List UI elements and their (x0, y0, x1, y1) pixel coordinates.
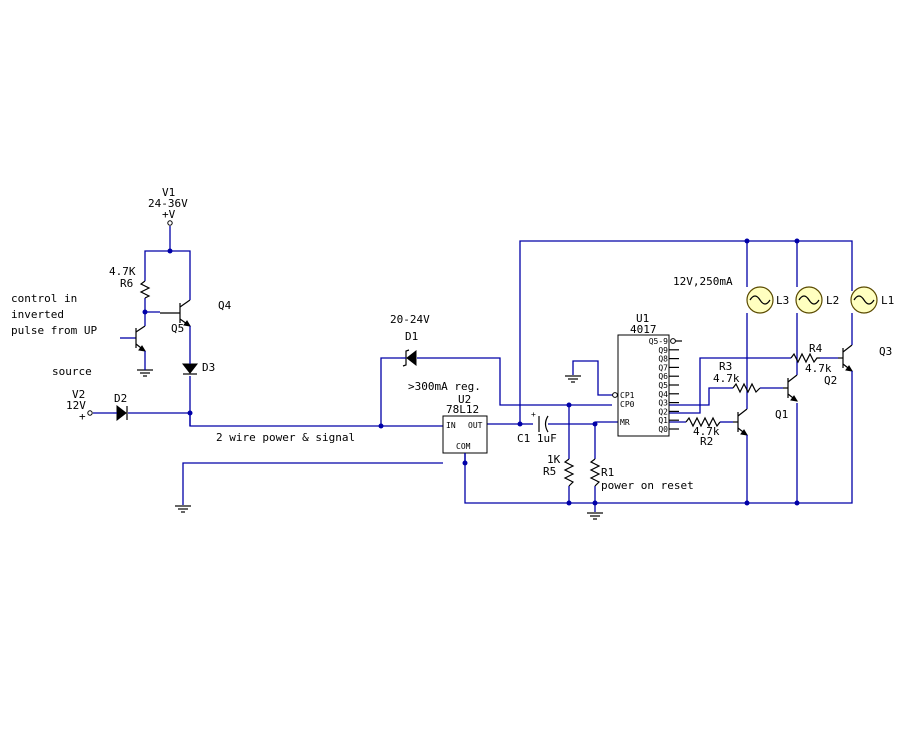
transistor-q3: Q3 (838, 343, 892, 379)
control-line2: inverted (11, 308, 64, 321)
q2-ref: Q2 (824, 374, 837, 387)
u1-pin-q1: Q1 (658, 416, 668, 425)
lamp-l1: L1 (850, 286, 894, 314)
r1-note: power on reset (601, 479, 694, 492)
u1-ref: U1 (636, 312, 649, 325)
r4-value: 4.7k (805, 362, 832, 375)
v2-ref: V2 (72, 388, 85, 401)
v1-value: 24-36V (148, 197, 188, 210)
lamp-l3: L3 (746, 286, 789, 314)
resistor-r4: R4 4.7k (790, 342, 832, 375)
ground-left (175, 505, 191, 513)
counter-u1: U1 4017 CP1 CP0 MR Q5-9Q9Q8Q7Q6Q5Q4Q3Q2Q… (612, 312, 682, 437)
u2-ref: U2 (458, 393, 471, 406)
u1-pin-q7: Q7 (658, 363, 668, 372)
q4-ref: Q4 (218, 299, 232, 312)
d1-ref: D1 (405, 330, 418, 343)
r3-ref: R3 (719, 360, 732, 373)
c1-label: C1 1uF (517, 432, 557, 445)
u1-pin-cp0: CP0 (620, 400, 635, 409)
zener-d1: 20-24V D1 (390, 313, 430, 367)
v2-source: V2 12V + (66, 388, 93, 423)
u1-pin-q0: Q0 (658, 425, 668, 434)
u1-pin-q2: Q2 (658, 407, 668, 416)
resistor-r1: R1 power on reset (587, 458, 694, 520)
lamp-l3-ref: L3 (776, 294, 789, 307)
junctions (142, 238, 800, 506)
d3-ref: D3 (202, 361, 215, 374)
r2-value: 4.7k (693, 425, 720, 438)
lamp-l1-ref: L1 (881, 294, 894, 307)
r3-value: 4.7k (713, 372, 740, 385)
u1-pin-q5: Q5 (658, 381, 668, 390)
control-line3: pulse from UP (11, 324, 97, 337)
r2-ref: R2 (700, 435, 713, 448)
c1-polarity: + (531, 410, 536, 419)
lamp-l2: L2 (795, 286, 839, 314)
q3-ref: Q3 (879, 345, 892, 358)
diode-d3: D3 (181, 358, 215, 375)
r5-value: 1K (547, 453, 561, 466)
transistor-q5: Q5 Q4 (160, 296, 232, 335)
r4-ref: R4 (809, 342, 823, 355)
bus-label: 2 wire power & signal (216, 431, 355, 444)
v2-value: 12V (66, 399, 86, 412)
u2-pin-out: OUT (468, 421, 483, 430)
reg-note: >300mA reg. (408, 380, 481, 393)
d1-value: 20-24V (390, 313, 430, 326)
q5-ref: Q5 (171, 322, 184, 335)
u1-pin-q8: Q8 (658, 355, 668, 364)
u1-pin-cp1: CP1 (620, 391, 635, 400)
u2-pin-com: COM (456, 442, 471, 451)
transistor-q2: Q2 (783, 371, 837, 402)
resistor-r5: 1K R5 (543, 453, 575, 487)
u1-pin-q6: Q6 (658, 372, 668, 381)
capacitor-c1: + C1 1uF (517, 410, 557, 445)
v2-sign: + (79, 410, 86, 423)
resistor-r6: 4.7K R6 (109, 265, 151, 299)
d2-ref: D2 (114, 392, 127, 405)
v1-sign: +V (162, 208, 176, 221)
u1-part: 4017 (630, 323, 657, 336)
diode-d2: D2 (113, 392, 128, 422)
u1-pin-q5-9: Q5-9 (649, 337, 668, 346)
u1-pin-q4: Q4 (658, 390, 668, 399)
ground-cp1 (565, 375, 581, 383)
lamp-l2-ref: L2 (826, 294, 839, 307)
u1-pin-mr: MR (620, 418, 630, 427)
source-label: source (52, 365, 92, 378)
v1-supply: V1 24-36V +V (148, 186, 188, 226)
transistor-q4 (135, 312, 153, 377)
u1-pin-q3: Q3 (658, 399, 668, 408)
r5-ref: R5 (543, 465, 556, 478)
transistor-q1: Q1 (733, 405, 788, 440)
control-note: control in inverted pulse from UP source (11, 292, 97, 378)
v1-ref: V1 (162, 186, 175, 199)
lamp-rating: 12V,250mA (673, 275, 733, 288)
r6-ref: R6 (120, 277, 133, 290)
u1-pin-q9: Q9 (658, 346, 668, 355)
resistor-r2: 4.7k R2 (685, 416, 721, 448)
u2-pin-in: IN (446, 421, 456, 430)
q1-ref: Q1 (775, 408, 788, 421)
u2-part: 78L12 (446, 403, 479, 416)
resistor-r3: R3 4.7k (713, 360, 761, 394)
control-line1: control in (11, 292, 77, 305)
r1-ref: R1 (601, 466, 614, 479)
r6-value: 4.7K (109, 265, 136, 278)
regulator-u2: U2 78L12 IN OUT COM (442, 393, 488, 463)
